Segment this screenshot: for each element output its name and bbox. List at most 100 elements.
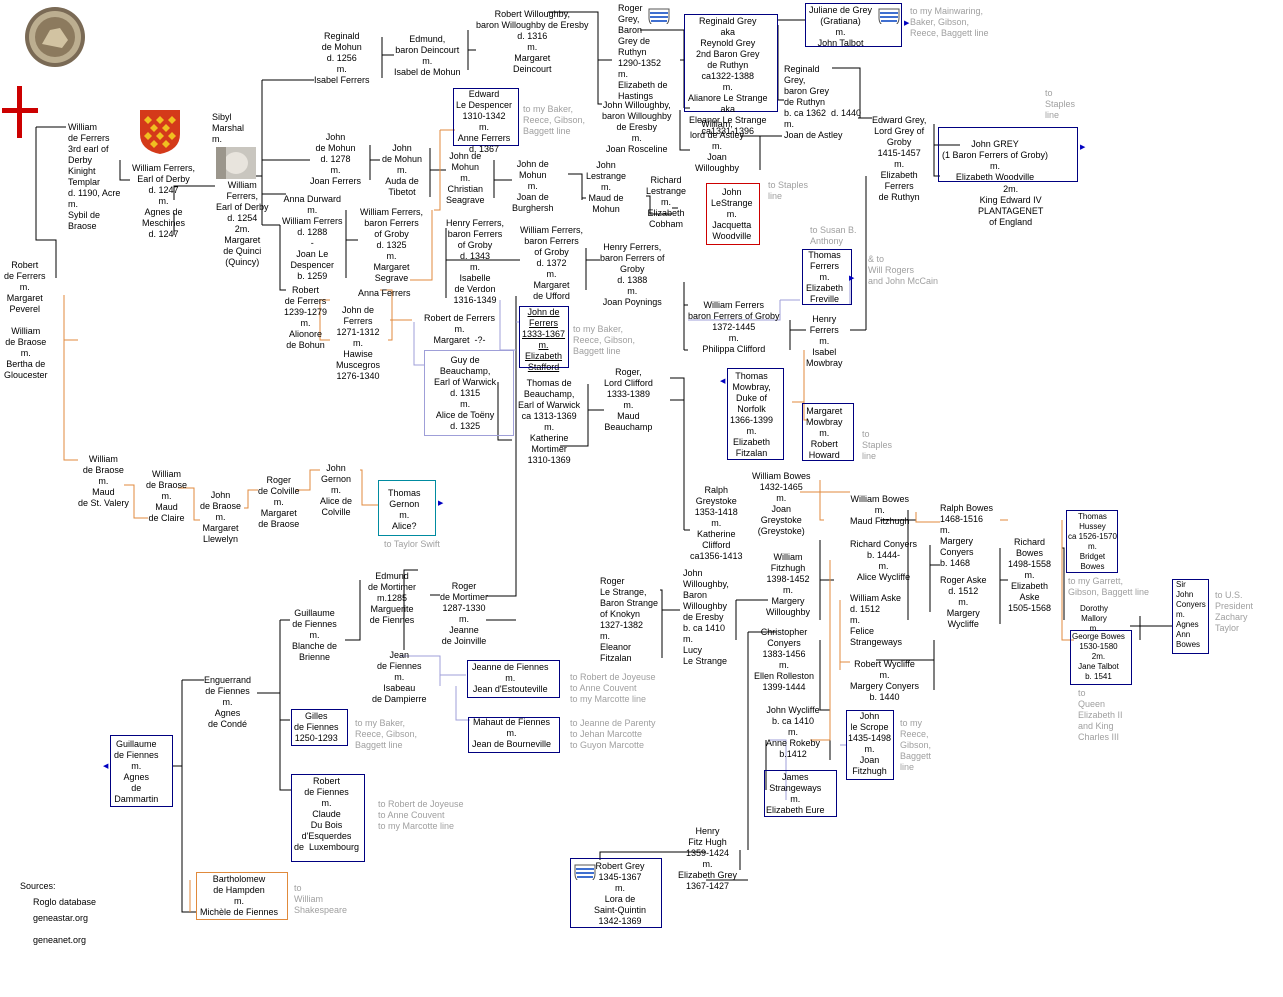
person-edward-grey-groby: Edward Grey, Lord Grey of Groby 1415-145… xyxy=(872,115,927,202)
person-sibyl-marshal: Sibyl Marshal m. xyxy=(212,112,245,144)
person-john-scrope: John le Scrope 1435-1498 m. Joan Fitzhug… xyxy=(848,711,892,776)
box xyxy=(110,735,173,807)
note-susan-anthony[interactable]: to Susan B. Anthony xyxy=(810,225,857,246)
person-john-mohun-tibetot: John de Mohun m. Auda de Tibetot xyxy=(382,143,423,197)
person-dorothy-mallory: Dorothy Mallory m. xyxy=(1080,604,1109,633)
source-geneanet[interactable]: geneanet.org xyxy=(33,935,87,945)
note-parenty[interactable]: to Jeanne de Parenty to Jehan Marcotte t… xyxy=(570,718,656,750)
person-henry-ferrers-1343: Henry Ferrers, baron Ferrers of Groby d.… xyxy=(446,218,505,305)
person-edward-despencer: Edward Le Despencer 1310-1342 m. Anne Fe… xyxy=(456,89,513,154)
person-mahaut-fiennes: Mahaut de Fiennes m. Jean de Bourneville xyxy=(472,717,552,749)
note-zachary-taylor[interactable]: to U.S. President Zachary Taylor xyxy=(1215,590,1254,633)
box xyxy=(196,872,288,920)
person-thomas-ferrers-freville: Thomas Ferrers m. Elizabeth Freville xyxy=(806,250,844,304)
person-john-lestrange-mohun: John Lestrange m. Maud de Mohun xyxy=(586,160,627,214)
derby-arms-icon xyxy=(140,110,180,154)
person-william-astley: William, lord de Astley m. Joan Willough… xyxy=(690,119,745,173)
person-william-ferrers-segrave: William Ferrers, baron Ferrers of Groby … xyxy=(360,207,423,283)
box xyxy=(1066,510,1118,573)
note-joyeuse-1[interactable]: to Robert de Joyeuse to Anne Couvent to … xyxy=(570,672,656,704)
note-shakespeare[interactable]: to William Shakespeare xyxy=(294,883,348,915)
person-john-gernon: John Gernon m. Alice de Colville xyxy=(320,463,353,517)
person-guy-beauchamp: Guy de Beauchamp, Earl of Warwick d. 131… xyxy=(434,355,497,431)
note-taylor-swift[interactable]: to Taylor Swift xyxy=(384,539,440,549)
note-baker-gilles[interactable]: to my Baker, Reece, Gibson, Baggett line xyxy=(355,718,418,750)
person-juliane-grey: Juliane de Grey (Gratiana) m. John Talbo… xyxy=(809,5,873,48)
person-roger-colville: Roger de Colville m. Margaret de Braose xyxy=(258,475,300,529)
expand-arrow-icon[interactable]: ▶ xyxy=(904,20,910,27)
person-edmund-mortimer: Edmund de Mortimer m.1285 Marguerite de … xyxy=(368,571,417,625)
person-roger-grey-ruthyn: Roger Grey, Baron Grey de Ruthyn 1290-13… xyxy=(618,3,668,101)
source-roglo[interactable]: Roglo database xyxy=(33,897,97,907)
person-john-willoughby-roscelline: John Willoughby, baron Willoughby de Ere… xyxy=(602,100,672,154)
person-sir-john-conyers: Sir John Conyers m. Agnes Ann Bowes xyxy=(1176,580,1206,649)
note-staples-1[interactable]: to Staples line xyxy=(1045,88,1076,120)
person-william-ferrers-3rd: William de Ferrers 3rd earl of Derby Kin… xyxy=(68,122,121,231)
person-roger-aske: Roger Aske d. 1512 m. Margery Wycliffe xyxy=(940,575,987,629)
person-roger-lestrange-knokyn: Roger Le Strange, Baron Strange of Knoky… xyxy=(600,576,659,663)
person-reginald-grey-astley: Reginald Grey, baron Grey de Ruthyn b. c… xyxy=(784,64,862,140)
box xyxy=(706,183,760,245)
person-christopher-conyers: Christopher Conyers 1383-1456 m. Ellen R… xyxy=(754,627,815,692)
person-william-braose-stvalery: William de Braose m. Maud de St. Valery xyxy=(78,454,129,508)
person-john-lestrange-woodville: John LeStrange m. Jacquetta Woodville xyxy=(711,187,753,241)
person-thomas-gernon: Thomas Gernon m. Alice? xyxy=(388,488,421,531)
note-queen-elizabeth[interactable]: to Queen Elizabeth II and King Charles I… xyxy=(1078,688,1123,742)
person-reginald-grey-2nd: Reginald Grey aka Reynold Grey 2nd Baron… xyxy=(688,16,768,136)
grey-arms-icon xyxy=(878,8,900,24)
person-john-wycliffe: John Wycliffe b. ca 1410 m. Anne Rokeby … xyxy=(766,705,821,759)
person-robert-willoughby-1316: Robert Willoughby, baron Willoughby de E… xyxy=(476,9,589,74)
person-richard-lestrange: Richard Lestrange m. Elizabeth Cobham xyxy=(646,175,687,229)
note-reece-scrope[interactable]: to my Reece, Gibson, Baggett line xyxy=(900,718,932,772)
note-will-rogers[interactable]: & to Will Rogers and John McCain xyxy=(868,254,939,286)
portrait-image xyxy=(216,147,256,179)
person-henry-ferrers-mowbray: Henry Ferrers m. Isabel Mowbray xyxy=(806,314,843,368)
note-garrett[interactable]: to my Garrett, Gibson, Baggett line xyxy=(1068,576,1150,597)
note-staples-lestrange[interactable]: to Staples line xyxy=(768,180,809,201)
person-john-braose-llewelyn: John de Braose m. Margaret Llewelyn xyxy=(200,490,242,544)
note-mainwaring[interactable]: to my Mainwaring, Baker, Gibson, Reece, … xyxy=(910,6,989,38)
expand-arrow-icon[interactable]: ▶ xyxy=(1080,144,1086,151)
box xyxy=(468,717,560,753)
person-william-bowes-fitzhugh: William Bowes m. Maud Fitzhugh xyxy=(850,494,910,526)
person-john-ferrers-muscegros: John de Ferrers 1271-1312 m. Hawise Musc… xyxy=(336,305,381,381)
person-robert-fiennes: Robert de Fiennes m. Claude Du Bois d'Es… xyxy=(294,776,360,852)
box xyxy=(805,3,902,47)
note-joyeuse-2[interactable]: to Robert de Joyeuse to Anne Couvent to … xyxy=(378,799,464,831)
person-john-ferrers-stafford: John de Ferrers 1333-1367 m. Elizabeth S… xyxy=(522,307,566,372)
person-henry-fitzhugh: Henry Fitz Hugh 1359-1424 m. Elizabeth G… xyxy=(678,826,738,891)
expand-arrow-icon[interactable]: ▶ xyxy=(438,500,444,507)
source-geneastar[interactable]: geneastar.org xyxy=(33,913,89,923)
expand-arrow-icon[interactable]: ◀ xyxy=(720,378,726,385)
person-guillaume-fiennes-brienne: Guillaume de Fiennes m. Blanche de Brien… xyxy=(292,608,338,662)
box xyxy=(570,858,662,928)
grey-arms-icon xyxy=(648,8,670,24)
note-baker-despencer[interactable]: to my Baker, Reece, Gibson, Baggett line xyxy=(523,104,586,136)
grey-arms-icon xyxy=(574,864,596,880)
person-william-bowes-1432: William Bowes 1432-1465 m. Joan Greystok… xyxy=(752,471,811,536)
person-george-bowes: George Bowes 1530-1580 2m. Jane Talbot b… xyxy=(1072,632,1125,681)
box xyxy=(764,770,837,817)
person-enguerrand-fiennes: Enguerrand de Fiennes m. Agnes de Condé xyxy=(204,675,252,729)
box xyxy=(519,306,569,368)
person-john-mohun-burghersh: John de Mohun m. Joan de Burghersh xyxy=(512,159,554,213)
box xyxy=(802,249,852,305)
person-john-grey-woodville: John GREY (1 Baron Ferrers of Groby) m. … xyxy=(942,139,1049,182)
person-gilles-fiennes: Gilles de Fiennes 1250-1293 xyxy=(294,711,339,743)
person-ralph-greystoke: Ralph Greystoke 1353-1418 m. Katherine C… xyxy=(690,485,743,561)
box xyxy=(684,14,778,112)
expand-arrow-icon[interactable]: ▶ xyxy=(849,275,855,282)
box xyxy=(467,660,560,698)
person-william-braose-clare: William de Braose m. Maud de Claire xyxy=(146,469,188,523)
person-john-mohun-seagrave: John de Mohun m. Christian Seagrave xyxy=(446,151,485,205)
sources-title: Sources: xyxy=(20,881,56,891)
person-anna-ferrers: Anna Ferrers xyxy=(358,288,411,298)
note-baker-ferrers[interactable]: to my Baker, Reece, Gibson, Baggett line xyxy=(573,324,636,356)
expand-arrow-icon[interactable]: ◀ xyxy=(103,763,109,770)
note-staples-mowbray[interactable]: to Staples line xyxy=(862,429,893,461)
person-richard-conyers: Richard Conyers b. 1444- m. Alice Wyclif… xyxy=(850,539,918,582)
person-margaret-mowbray: Margaret Mowbray m. Robert Howard xyxy=(806,406,843,460)
person-reginald-mohun-1256: Reginald de Mohun d. 1256 m. Isabel Ferr… xyxy=(314,31,370,85)
person-william-ferrers-1254: William Ferrers, Earl of Derby d. 1254 2… xyxy=(216,180,269,267)
